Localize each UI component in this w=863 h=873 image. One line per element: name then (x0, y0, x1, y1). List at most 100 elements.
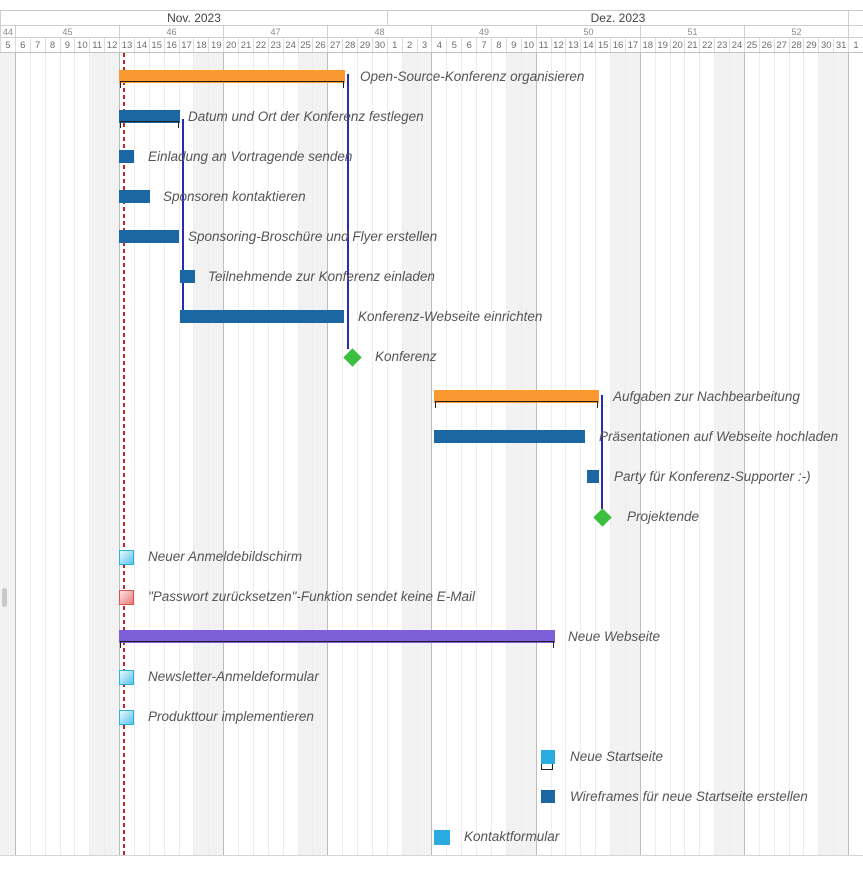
weekend-shade (208, 53, 224, 855)
week-cell: 45 (15, 26, 119, 38)
weekend-shade (833, 53, 849, 855)
weekend-shade (505, 53, 521, 855)
task-bar[interactable] (180, 310, 344, 323)
day-cell: 1 (848, 38, 863, 52)
derived-dates-bracket (541, 764, 553, 770)
derived-dates-bracket (120, 81, 344, 88)
day-grid-line (44, 53, 46, 855)
day-grid-line (818, 53, 820, 855)
day-cell: 19 (654, 38, 670, 52)
day-grid-line (148, 53, 150, 855)
day-cell: 15 (148, 38, 164, 52)
task-bar[interactable] (119, 150, 134, 163)
day-cell: 28 (788, 38, 804, 52)
week-grid-line (431, 53, 433, 855)
day-cell: 7 (476, 38, 491, 52)
day-cell: 14 (580, 38, 596, 52)
week-cell: 51 (640, 26, 744, 38)
task-label: Teilnehmende zur Konferenz einladen (208, 269, 435, 284)
day-cell: 10 (74, 38, 90, 52)
derived-dates-bracket (435, 401, 598, 408)
day-cell: 6 (14, 38, 30, 52)
user-story-bar[interactable] (119, 670, 134, 685)
phase-bar[interactable] (119, 70, 345, 83)
bug-bar[interactable] (119, 590, 134, 605)
user-story-bar[interactable] (119, 550, 134, 565)
epic-bar[interactable] (119, 630, 555, 643)
feature-bar[interactable] (434, 830, 450, 845)
day-cell: 9 (505, 38, 521, 52)
day-cell: 29 (357, 38, 372, 52)
panel-resize-handle[interactable] (2, 588, 7, 607)
day-grid-line (342, 53, 344, 855)
day-grid-line (565, 53, 567, 855)
week-grid-line (14, 53, 16, 855)
day-grid-line (252, 53, 254, 855)
dependency-line (347, 74, 349, 349)
day-grid-line (401, 53, 403, 855)
weekend-shade (624, 53, 640, 855)
day-grid-line (416, 53, 418, 855)
task-bar[interactable] (587, 470, 599, 483)
weekend-shade (0, 53, 15, 855)
feature-bar[interactable] (541, 750, 555, 764)
day-grid-line (89, 53, 91, 855)
week-grid-line (639, 53, 641, 855)
day-grid-line (386, 53, 388, 855)
task-bar[interactable] (541, 790, 555, 803)
day-cell: 5 (446, 38, 462, 52)
day-cell: 23 (267, 38, 283, 52)
day-cell: 21 (238, 38, 253, 52)
day-grid-line (163, 53, 165, 855)
day-cell: 18 (193, 38, 209, 52)
day-grid-line (699, 53, 701, 855)
day-grid-line (282, 53, 284, 855)
day-grid-line (788, 53, 790, 855)
task-bar[interactable] (180, 270, 195, 283)
day-cell: 16 (163, 38, 179, 52)
task-label: Neue Startseite (570, 749, 664, 764)
day-grid-line (59, 53, 61, 855)
weekend-shade (297, 53, 313, 855)
weekend-shade (610, 53, 625, 855)
week-cell: 50 (536, 26, 640, 38)
day-grid-line (491, 53, 493, 855)
day-grid-line (520, 53, 522, 855)
task-bar[interactable] (119, 230, 179, 243)
task-bar[interactable] (119, 110, 180, 123)
task-label: Newsletter-Anmeldeformular (148, 669, 319, 684)
phase-bar[interactable] (434, 390, 599, 403)
day-cell: 10 (520, 38, 536, 52)
milestone-label: Projektende (627, 509, 700, 524)
weekend-shade (818, 53, 834, 855)
milestone-diamond[interactable] (342, 347, 362, 367)
day-cell: 26 (312, 38, 328, 52)
day-grid-line (357, 53, 359, 855)
day-grid-line (610, 53, 612, 855)
day-grid-line (133, 53, 135, 855)
month-cell: Nov. 2023 (0, 11, 387, 26)
day-cell: 2 (401, 38, 417, 52)
week-cell: 52 (744, 26, 848, 38)
day-cell: 5 (0, 38, 15, 52)
task-bar[interactable] (434, 430, 585, 443)
task-bar[interactable] (119, 190, 150, 203)
day-cell: 12 (550, 38, 566, 52)
day-grid-line (446, 53, 448, 855)
day-grid-line (550, 53, 552, 855)
weekend-shade (193, 53, 209, 855)
task-label: Einladung an Vortragende senden (148, 149, 353, 164)
week-cell: 47 (223, 26, 327, 38)
user-story-bar[interactable] (119, 710, 134, 725)
day-grid-line (833, 53, 835, 855)
day-cell: 22 (252, 38, 268, 52)
day-cell: 27 (773, 38, 789, 52)
day-grid-line (729, 53, 731, 855)
day-grid-line (371, 53, 373, 855)
task-label: Open-Source-Konferenz organisieren (360, 69, 585, 84)
week-grid-line (848, 53, 850, 855)
